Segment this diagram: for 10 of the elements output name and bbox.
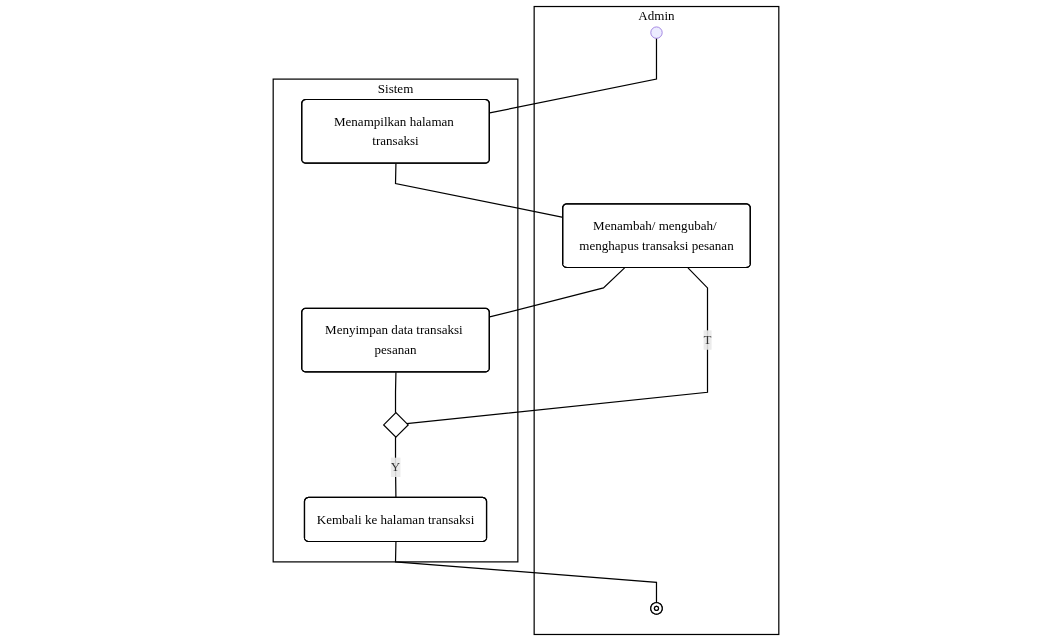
connector (394, 541, 657, 604)
connector (488, 37, 657, 114)
node-diamond (382, 411, 409, 438)
node-circle (649, 26, 663, 39)
connector (394, 436, 397, 499)
edge-label: T (703, 332, 711, 347)
edge-label: Y (390, 459, 400, 474)
connector (488, 267, 625, 318)
connector (405, 267, 708, 425)
connector (394, 371, 397, 414)
